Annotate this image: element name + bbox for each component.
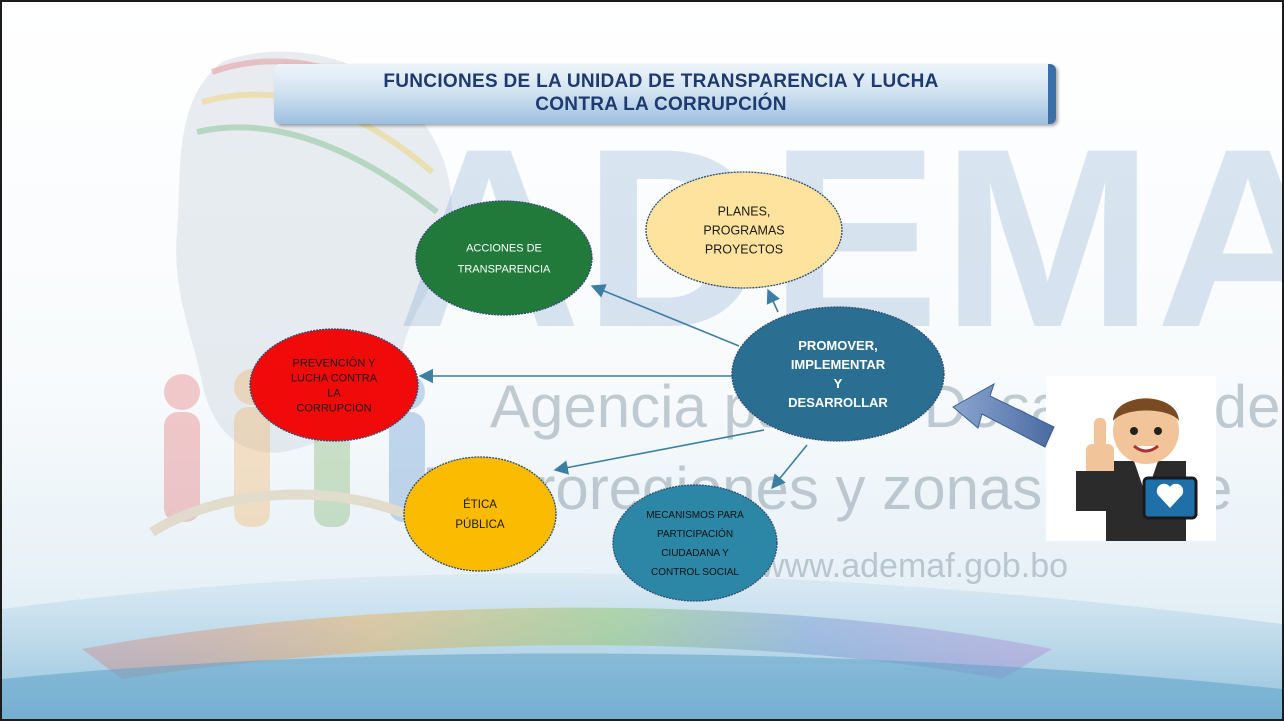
node-center-label-line: IMPLEMENTAR [791, 357, 886, 372]
node-etica-shape [403, 456, 557, 572]
node-acciones-label-line: ACCIONES DE [466, 242, 542, 254]
node-acciones: ACCIONES DE TRANSPARENCIA [415, 200, 593, 316]
node-prevencion-label-line: LA [327, 387, 341, 399]
title-line-2: CONTRA LA CORRUPCIÓN [535, 94, 787, 115]
node-prevencion-label-line: CORRUPCIÓN [296, 401, 371, 414]
connector-arrow [766, 288, 780, 313]
node-planes-label-line: PLANES, [718, 204, 771, 218]
businessman-illustration [1046, 376, 1216, 541]
node-center-label-line: Y [834, 376, 843, 391]
node-prevencion-label-line: PREVENCIÓN Y [293, 356, 377, 369]
node-mecanismos-label-line: PARTICIPACIÓN [657, 527, 733, 540]
node-prevencion: PREVENCIÓN Y LUCHA CONTRA LA CORRUPCIÓN [249, 328, 419, 442]
rainbow-wave-decoration [2, 573, 1282, 719]
node-planes-label-line: PROYECTOS [705, 242, 783, 256]
node-planes-shape [645, 171, 843, 289]
thumbs-up-businessman-icon [1076, 398, 1198, 541]
node-planes-label-line: PROGRAMAS [703, 223, 784, 237]
node-etica-label-line: ÉTICA [463, 498, 497, 511]
connector-arrow [590, 284, 740, 347]
connector-arrow [553, 429, 765, 475]
node-acciones-label-line: TRANSPARENCIA [458, 263, 551, 275]
node-prevencion-shape [249, 328, 419, 442]
node-center-label-line: PROMOVER, [798, 338, 877, 353]
connector-arrow [771, 444, 808, 490]
slide-title: FUNCIONES DE LA UNIDAD DE TRANSPARENCIA … [274, 70, 1048, 116]
node-center-shape [731, 306, 945, 442]
node-mecanismos-label-line: MECANISMOS PARA [646, 510, 744, 521]
watermark-url: www.ademaf.gob.bo [760, 547, 1069, 585]
node-mecanismos-label-line: CIUDADANA Y [661, 548, 729, 559]
node-mecanismos: MECANISMOS PARA PARTICIPACIÓN CIUDADANA Y C… [612, 484, 778, 602]
node-mecanismos-label-line: CONTROL SOCIAL [651, 567, 739, 578]
title-banner: FUNCIONES DE LA UNIDAD DE TRANSPARENCIA … [274, 64, 1056, 124]
node-center: PROMOVER, IMPLEMENTAR Y DESARROLLAR [731, 306, 945, 442]
pointer-arrow-icon [952, 382, 1055, 448]
node-center-label-line: DESARROLLAR [788, 395, 888, 410]
node-prevencion-label-line: LUCHA CONTRA [291, 372, 378, 384]
node-acciones-shape [415, 200, 593, 316]
node-mecanismos-shape [612, 484, 778, 602]
node-etica-label-line: PÚBLICA [455, 518, 505, 531]
node-etica: ÉTICA PÚBLICA [403, 456, 557, 572]
node-planes: PLANES, PROGRAMAS PROYECTOS [645, 171, 843, 289]
title-line-1: FUNCIONES DE LA UNIDAD DE TRANSPARENCIA … [383, 71, 939, 92]
